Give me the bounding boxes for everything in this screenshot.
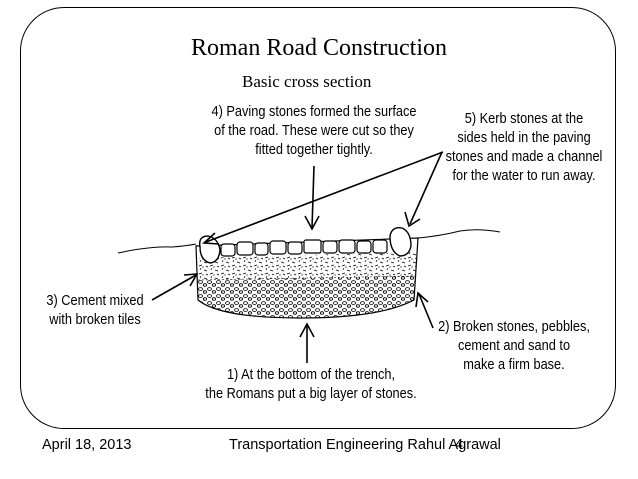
annotation-bottom-layer: 1) At the bottom of the trench, the Roma… (205, 367, 417, 402)
gravel-layer (198, 276, 416, 318)
arrow-cement (151, 274, 197, 301)
arrow-paving-surface (311, 165, 315, 229)
page-number: 4 (455, 437, 464, 453)
arrow-kerb-left (205, 151, 444, 243)
ground-line-right (417, 229, 501, 239)
annotation-cement-layer: 3) Cement mixed with broken tiles (46, 293, 144, 328)
slide-title: Roman Road Construction (191, 35, 447, 61)
annotation-kerb-stones: 5) Kerb stones at the sides held in the … (445, 111, 603, 184)
annotation-broken-stones: 2) Broken stones, pebbles, cement and sa… (438, 319, 590, 373)
footer-credit: Transportation Engineering Rahul Agrawal (229, 437, 501, 453)
slide-frame (20, 7, 616, 429)
slide-subtitle: Basic cross section (242, 72, 372, 91)
ground-line-left (117, 243, 197, 254)
annotation-arrows (151, 151, 444, 363)
arrow-kerb-right (409, 151, 443, 225)
footer-date: April 18, 2013 (42, 437, 132, 453)
arrow-broken-stones (418, 293, 434, 329)
cement-layer (198, 252, 416, 280)
annotation-paving-stones: 4) Paving stones formed the surface of t… (211, 104, 417, 158)
paving-stones (220, 239, 388, 257)
